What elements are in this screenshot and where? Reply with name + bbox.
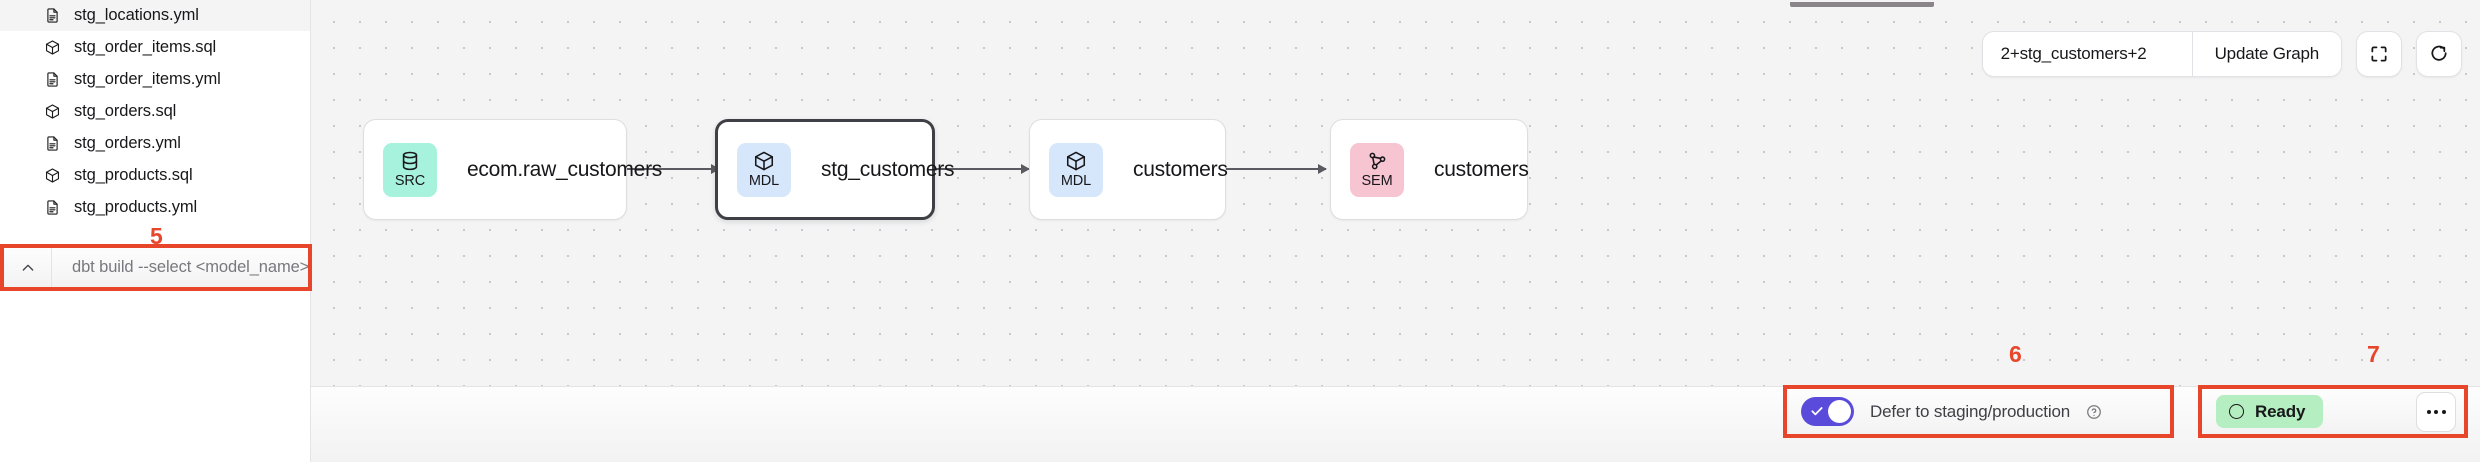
file-item-stg-products-yml[interactable]: stg_products.yml (0, 191, 310, 223)
edge-stg-to-mdl (935, 164, 1030, 174)
status-badge[interactable]: Ready (2216, 395, 2324, 428)
annotation-number-6: 6 (2009, 341, 2022, 367)
file-yml-icon (44, 199, 61, 216)
file-item-stg-order-items-sql[interactable]: stg_order_items.sql (0, 31, 310, 63)
file-item-label: stg_locations.yml (74, 5, 199, 24)
node-badge-label: SRC (394, 173, 426, 189)
chevron-up-icon (20, 260, 36, 276)
command-bar: dbt build --select <model_name> (4, 248, 308, 287)
file-item-label: stg_order_items.yml (74, 69, 221, 88)
more-horizontal-icon (2426, 409, 2431, 414)
graph-selector-group: 2+stg_customers+2 Update Graph (1981, 31, 2342, 77)
graph-node-ecom-raw-customers[interactable]: SRC ecom.raw_customers (363, 119, 662, 220)
more-horizontal-icon (2441, 409, 2446, 414)
lineage-graph-canvas[interactable]: SRC ecom.raw_customers MDL stg_customers (311, 0, 2480, 386)
node-badge-mdl: MDL (737, 142, 791, 197)
graph-node-customers-model[interactable]: MDL customers (1029, 119, 1228, 220)
file-tree: stg_locations.yml stg_order_items.sql (0, 0, 310, 223)
node-badge-mdl: MDL (1049, 142, 1103, 197)
annotation-number-7: 7 (2367, 341, 2380, 367)
file-item-label: stg_orders.sql (74, 101, 177, 120)
command-bar-expand-button[interactable] (4, 248, 52, 287)
command-input[interactable]: dbt build --select <model_name> (72, 258, 308, 276)
file-item-label: stg_products.yml (74, 197, 198, 216)
file-yml-icon (44, 135, 61, 152)
help-circle-icon[interactable] (2086, 404, 2102, 420)
edge-mdl-to-sem (1226, 164, 1327, 174)
update-graph-button[interactable]: Update Graph (2191, 32, 2341, 76)
graph-node-stg-customers[interactable]: MDL stg_customers (715, 119, 955, 220)
node-badge-sem: SEM (1350, 142, 1404, 197)
file-item-label: stg_order_items.sql (74, 37, 217, 56)
defer-toggle-label: Defer to staging/production (1870, 401, 2071, 421)
more-horizontal-icon (2434, 409, 2438, 414)
toggle-knob (1828, 400, 1851, 423)
defer-toggle[interactable] (1801, 397, 1854, 426)
database-icon (399, 150, 421, 172)
node-badge-label: MDL (748, 173, 780, 189)
refresh-icon (2429, 44, 2449, 64)
file-yml-icon (44, 71, 61, 88)
node-title: stg_customers (821, 157, 955, 181)
file-item-label: stg_orders.yml (74, 133, 181, 152)
annotation-number-5: 5 (150, 223, 163, 249)
check-icon (1810, 404, 1824, 418)
file-item-stg-products-sql[interactable]: stg_products.sql (0, 159, 310, 191)
file-item-stg-locations-yml[interactable]: stg_locations.yml (0, 0, 310, 31)
circle-outline-icon (2229, 404, 2244, 419)
refresh-button[interactable] (2416, 31, 2462, 77)
cube-sql-icon (44, 39, 61, 56)
network-icon (1366, 150, 1388, 172)
cube-sql-icon (44, 167, 61, 184)
file-item-label: stg_products.sql (74, 165, 193, 184)
file-item-stg-orders-sql[interactable]: stg_orders.sql (0, 95, 310, 127)
defer-toggle-highlight: Defer to staging/production (1783, 385, 2174, 438)
node-badge-src: SRC (383, 142, 437, 197)
node-title: ecom.raw_customers (467, 157, 663, 181)
fullscreen-button[interactable] (2356, 31, 2402, 77)
file-explorer-sidebar[interactable]: stg_locations.yml stg_order_items.sql (0, 0, 311, 462)
graph-toolbar: 2+stg_customers+2 Update Graph (1981, 31, 2462, 77)
more-options-button[interactable] (2416, 391, 2456, 432)
file-item-stg-orders-yml[interactable]: stg_orders.yml (0, 127, 310, 159)
file-yml-icon (44, 7, 61, 24)
file-item-stg-order-items-yml[interactable]: stg_order_items.yml (0, 63, 310, 95)
cube-icon (1065, 150, 1087, 172)
graph-node-customers-semantic[interactable]: SEM customers (1330, 119, 1529, 220)
fullscreen-icon (2369, 44, 2389, 64)
command-bar-highlight: dbt build --select <model_name> (0, 244, 312, 291)
tab-indicator (1790, 2, 1934, 7)
node-title: customers (1434, 157, 1529, 181)
node-badge-label: SEM (1361, 173, 1393, 189)
node-badge-label: MDL (1060, 173, 1092, 189)
graph-selector-input[interactable]: 2+stg_customers+2 (2000, 44, 2147, 63)
status-label: Ready (2255, 401, 2306, 421)
cube-icon (753, 150, 775, 172)
status-group-highlight: Ready (2198, 385, 2468, 438)
cube-sql-icon (44, 103, 61, 120)
node-title: customers (1133, 157, 1228, 181)
